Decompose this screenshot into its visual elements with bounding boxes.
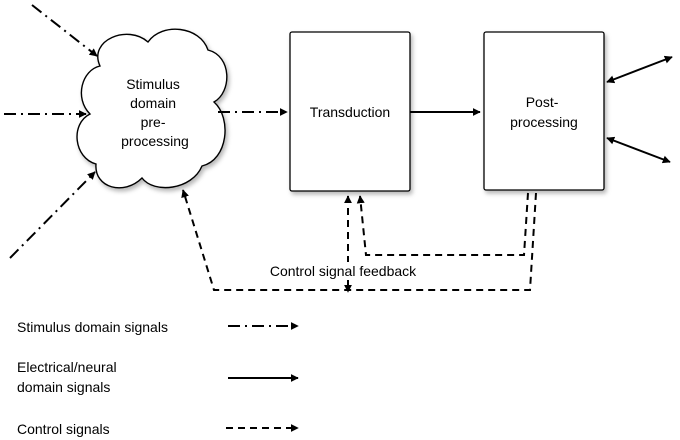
transduction-label: Transduction [310,104,390,120]
preprocessing-label-line-2: domain [130,95,176,111]
preprocessing-label-line-1: Stimulus [126,76,180,92]
legend-electrical-label: Electrical/neural domain signals [17,359,121,395]
preprocessing-label-line-4: processing [121,133,189,149]
feedback-loop-inner [356,192,529,256]
transduction-box: Transduction [289,31,411,192]
output-arrow-lower [606,136,671,164]
postprocessing-label-line-2: processing [510,114,578,130]
legend-control-label: Control signals [17,421,110,437]
feedback-loop-outer [181,189,537,291]
feedback-label: Control signal feedback [270,263,417,279]
postprocessing-label-line-1: Post- [526,94,559,110]
legend-electrical-label-line-1: Electrical/neural [17,359,117,375]
feedback-label-background [252,262,434,280]
stimulus-input-arrow-top [31,4,98,57]
legend: Stimulus domain signals Electrical/neura… [17,319,299,437]
preprocessing-label: Stimulus domain pre- processing [121,76,189,149]
postprocessing-box: Post- processing [483,31,605,191]
preprocessing-cloud: Stimulus domain pre- processing [76,28,228,189]
legend-control-label-line-1: Control signals [17,421,110,437]
postprocessing-label: Post- processing [510,94,578,130]
stimulus-input-arrow-bottom [9,171,96,259]
legend-stimulus-label: Stimulus domain signals [17,319,168,335]
legend-stimulus-label-line-1: Stimulus domain signals [17,319,168,335]
preprocessing-label-line-3: pre- [141,114,166,130]
legend-electrical-label-line-2: domain signals [17,379,110,395]
output-arrow-upper [606,55,673,84]
